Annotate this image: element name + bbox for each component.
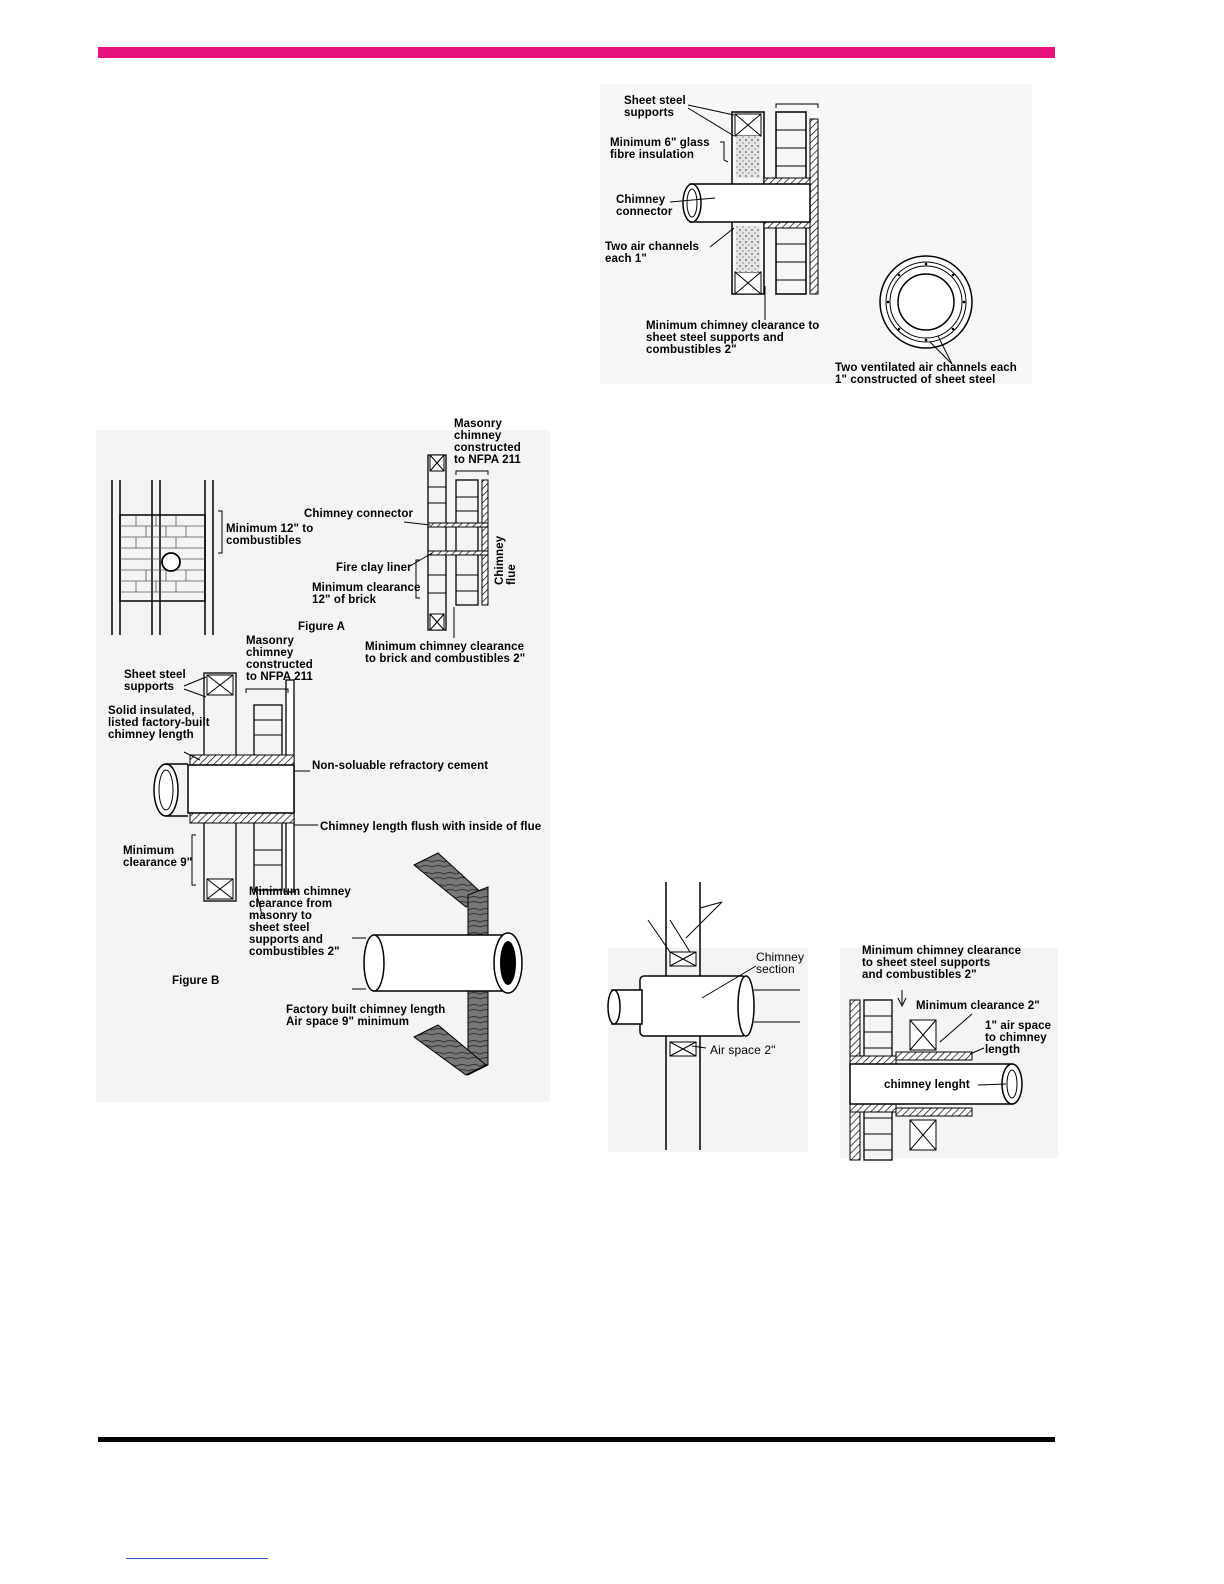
figure-a-b-drawing — [111, 454, 523, 1076]
label-chimney-length: chimney lenght — [884, 1079, 970, 1091]
label-figb-masonry-clearance: Minimum chimney clearance from masonry t… — [249, 886, 351, 958]
label-clearance-top: Minimum chimney clearance to sheet steel… — [862, 945, 1022, 981]
label-chimney-connector: Chimney connector — [616, 194, 673, 218]
caption-figure-b: Figure B — [172, 975, 220, 987]
top-right-diagram: Sheet steel supports Minimum 6" glass fi… — [600, 84, 1040, 386]
label-figb-solid-insulated: Solid insulated, listed factory-built ch… — [108, 705, 210, 741]
label-figa-liner: Fire clay liner — [336, 562, 412, 574]
label-figb-flush: Chimney length flush with inside of flue — [320, 821, 542, 833]
label-air-space-2in: Air space 2" — [710, 1043, 776, 1057]
label-ventilated-channels: Two ventilated air channels each 1" cons… — [835, 362, 1017, 386]
footer-rule — [98, 1437, 1055, 1442]
label-figb-factory-built: Factory built chimney length Air space 9… — [286, 1004, 446, 1028]
footer-link-underline[interactable] — [126, 1558, 268, 1559]
caption-figure-a: Figure A — [298, 621, 346, 633]
label-figb-cement: Non-soluable refractory cement — [312, 760, 489, 772]
header-accent-bar — [98, 47, 1055, 58]
label-figb-masonry: Masonry chimney constructed to NFPA 211 — [246, 635, 313, 683]
label-glass-fibre: Minimum 6" glass fibre insulation — [610, 137, 710, 161]
label-sheet-steel-supports: Sheet steel supports — [624, 95, 686, 119]
label-figa-connector: Chimney connector — [304, 508, 414, 520]
label-air-channels: Two air channels each 1" — [605, 241, 700, 265]
figure-a-b-diagram: Masonry chimney constructed to NFPA 211 … — [96, 415, 556, 1105]
label-min-clearance-2in: Minimum clearance 2" — [916, 1000, 1040, 1012]
top-right-drawing — [669, 103, 973, 365]
label-figb-sheet-steel: Sheet steel supports — [124, 669, 186, 693]
label-figa-masonry: Masonry chimney constructed to NFPA 211 — [454, 418, 521, 466]
label-figa-min-12: Minimum 12" to combustibles — [226, 523, 314, 547]
bottom-right-drawing — [607, 882, 1023, 1161]
label-chimney-section: Chimney section — [756, 950, 805, 976]
label-1in-air-space: 1" air space to chimney length — [985, 1020, 1052, 1056]
bottom-right-diagram: Chimney section Air space 2" Minimum chi… — [600, 880, 1060, 1165]
label-figa-brick-clearance: Minimum clearance 12" of brick — [312, 582, 421, 606]
label-figb-min-9: Minimum clearance 9" — [123, 845, 193, 869]
label-clearance-2in: Minimum chimney clearance to sheet steel… — [646, 320, 820, 356]
label-figa-flue: Chimney flue — [494, 535, 518, 585]
label-figa-chimney-clearance: Minimum chimney clearance to brick and c… — [365, 641, 526, 665]
